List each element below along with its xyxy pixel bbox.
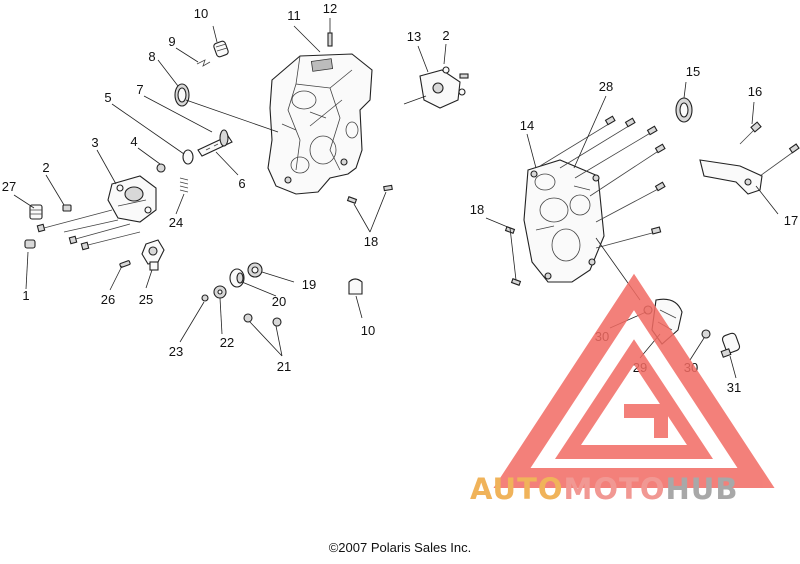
part-22-bearing (213, 285, 227, 299)
callout-3: 3 (91, 135, 98, 150)
part-27-fitting (29, 204, 43, 220)
part-25-lever (141, 239, 165, 271)
callout-21: 21 (277, 359, 291, 374)
callout-23: 23 (169, 344, 183, 359)
part-10-breather (213, 40, 229, 58)
part-5-washer (182, 149, 194, 165)
part-15-bearing (675, 97, 693, 123)
part-2-bolt (62, 204, 72, 212)
callout-10-top: 10 (194, 6, 208, 21)
callout-25: 25 (139, 292, 153, 307)
part-20-gear (229, 268, 245, 288)
callout-2-right: 2 (442, 28, 449, 43)
part-1-bolt (24, 239, 36, 249)
part-30-screw-b (701, 329, 711, 339)
callout-17: 17 (784, 213, 798, 228)
callout-12: 12 (323, 1, 337, 16)
callout-29: 29 (633, 360, 647, 375)
callout-18-right: 18 (470, 202, 484, 217)
part-4-nut (156, 163, 166, 173)
part-26-bolt (119, 260, 131, 268)
part-30-screw-a (643, 305, 653, 315)
callout-1: 1 (22, 288, 29, 303)
part-13-bracket (419, 66, 469, 109)
callout-16: 16 (748, 84, 762, 99)
part-16-bolt (739, 121, 762, 145)
callout-5: 5 (104, 90, 111, 105)
callout-11: 11 (287, 8, 301, 23)
callout-8: 8 (148, 49, 155, 64)
left-cover-bolts (36, 209, 141, 251)
part-28-bolts (539, 115, 666, 249)
callout-14: 14 (520, 118, 534, 133)
callout-26: 26 (101, 292, 115, 307)
part-8-seal (174, 83, 190, 107)
callout-30-left: 30 (595, 329, 609, 344)
part-19-gear (247, 262, 263, 278)
callout-28: 28 (599, 79, 613, 94)
callout-9: 9 (168, 34, 175, 49)
callout-7: 7 (136, 82, 143, 97)
callout-15: 15 (686, 64, 700, 79)
callout-20: 20 (272, 294, 286, 309)
part-3-cover (107, 175, 157, 223)
callout-2-left: 2 (42, 160, 49, 175)
part-29-cap (651, 298, 683, 345)
gearcase-housing (267, 53, 373, 195)
part-21-nuts (243, 313, 282, 327)
part-18-dowels (346, 184, 393, 204)
part-6-shaft (197, 129, 233, 157)
part-10-plug (348, 278, 363, 295)
copyright-notice: ©2007 Polaris Sales Inc. (328, 540, 472, 555)
callout-4: 4 (130, 134, 137, 149)
callout-30-right: 30 (684, 360, 698, 375)
callout-24: 24 (169, 215, 183, 230)
callout-27: 27 (2, 179, 16, 194)
callout-19: 19 (302, 277, 316, 292)
callout-10-bottom: 10 (361, 323, 375, 338)
part-31-knob (720, 332, 741, 358)
part-12-pin (327, 32, 333, 47)
part-23-washer (201, 294, 209, 302)
part-17-bracket (699, 143, 800, 195)
callout-22: 22 (220, 335, 234, 350)
callout-31: 31 (727, 380, 741, 395)
callout-18-center: 18 (364, 234, 378, 249)
callout-13: 13 (407, 29, 421, 44)
gearcase-cover (523, 159, 605, 283)
part-24-spring (179, 177, 189, 193)
part-9-clip (196, 59, 211, 67)
callout-6: 6 (238, 176, 245, 191)
